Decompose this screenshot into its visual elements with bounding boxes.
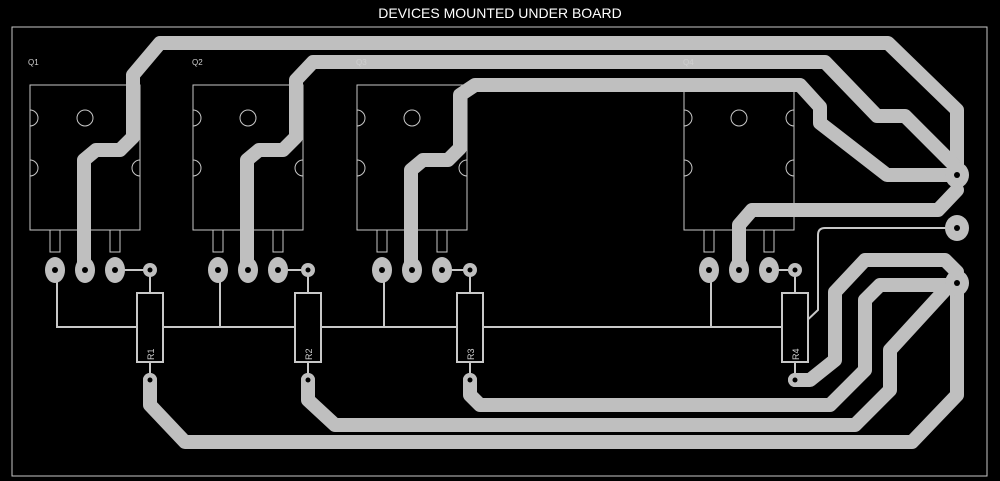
trace-r1 [143,276,964,449]
q1-label: Q1 [28,58,39,67]
trace-r4 [788,253,964,387]
r2-body [294,292,322,363]
board-title: DEVICES MOUNTED UNDER BOARD [378,5,622,21]
r1-body [136,292,164,363]
r1-label: R1 [146,348,156,360]
q4-mount-hole [730,109,748,127]
trace-q2-drain [240,55,964,277]
q2-label: Q2 [192,58,203,67]
q4-label: Q4 [683,58,694,67]
q3-label: Q3 [356,58,367,67]
r4-label: R4 [791,348,801,360]
ground-bus [56,227,955,328]
r3-body [456,292,484,363]
q2-mount-hole [239,109,257,127]
trace-q3-drain [404,78,964,277]
trace-q1-drain [77,36,964,277]
trace-q4-drain [732,183,964,277]
r2-label: R2 [304,348,314,360]
r4-body [781,292,809,363]
board-outline [11,26,988,477]
r3-label: R3 [466,348,476,360]
trace-r2 [301,283,952,432]
trace-r3 [463,278,964,412]
q3-mount-hole [403,109,421,127]
q1-mount-hole [76,109,94,127]
